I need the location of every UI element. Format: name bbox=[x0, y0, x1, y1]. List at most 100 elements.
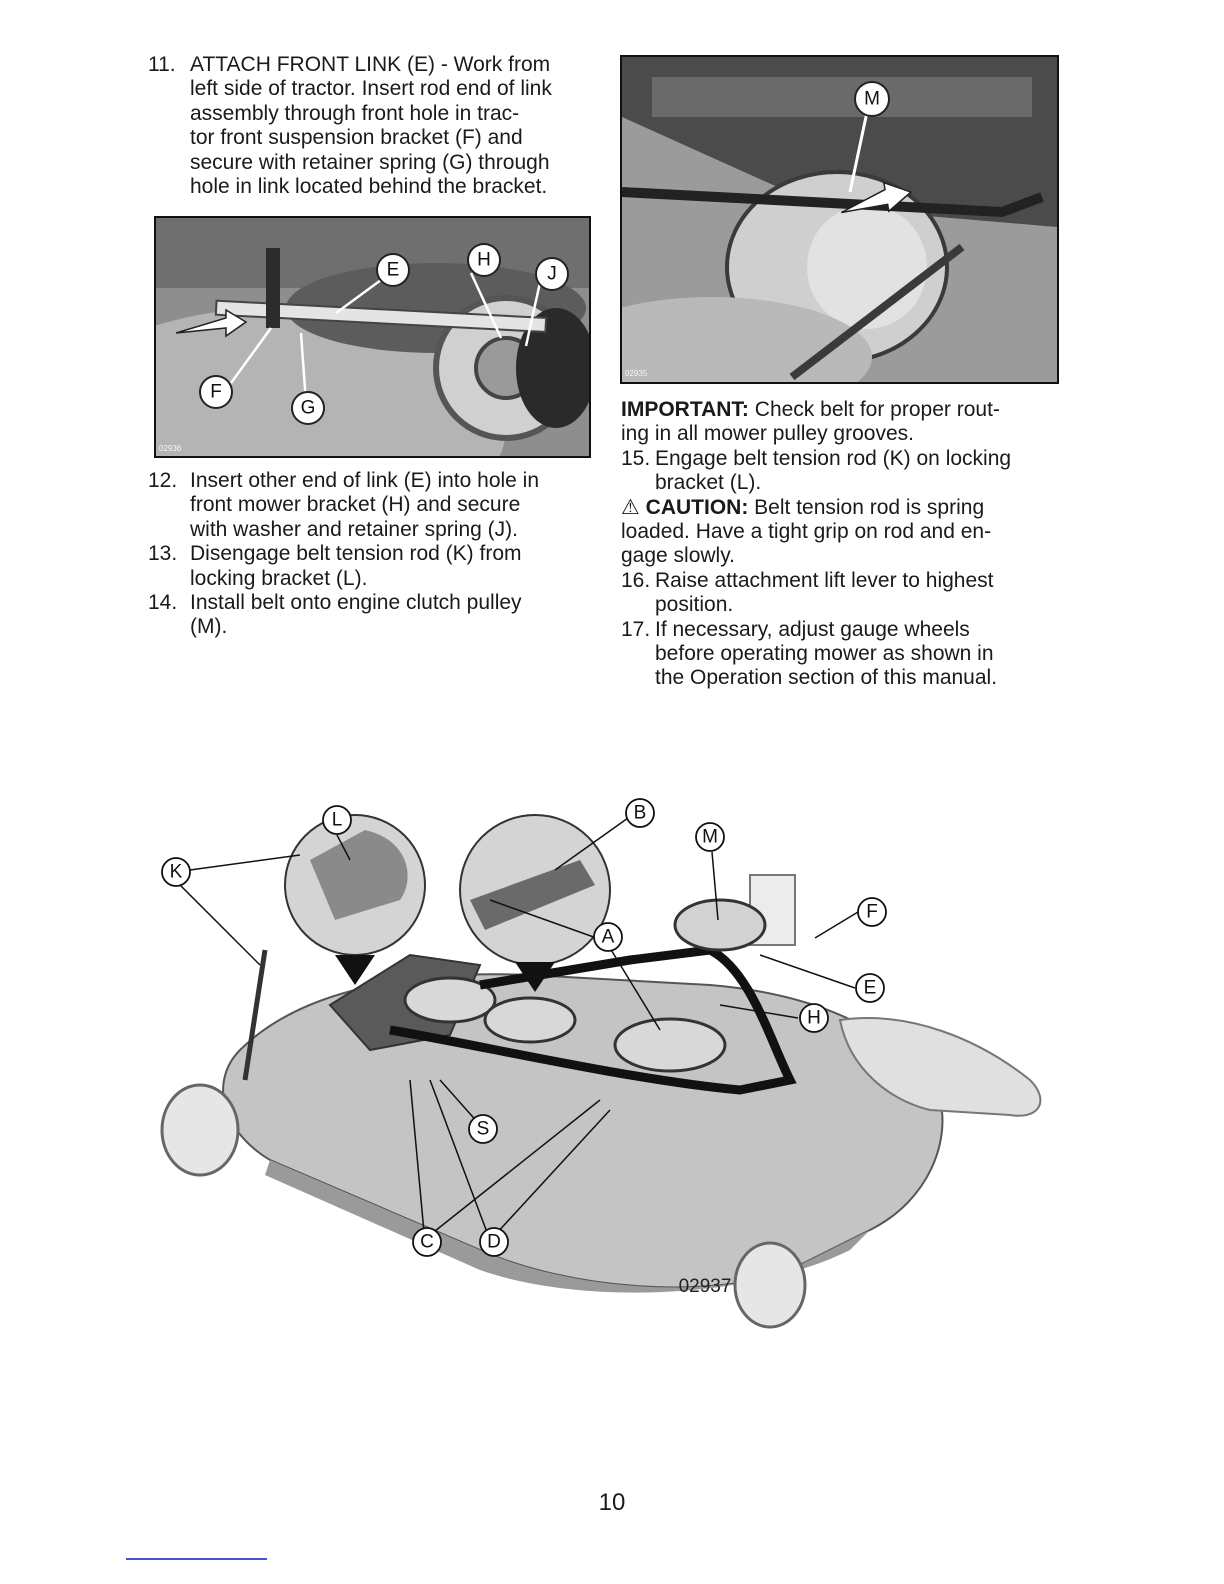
step-11: 11. ATTACH FRONT LINK (E) - Work from le… bbox=[148, 53, 598, 199]
deck-body bbox=[222, 973, 944, 1289]
callout-f-label: F bbox=[866, 902, 878, 923]
inset-pointer bbox=[335, 955, 375, 985]
important-label: IMPORTANT: bbox=[621, 398, 749, 421]
callout-m bbox=[854, 81, 890, 117]
step-number: 11. bbox=[148, 53, 176, 76]
caution-note: ⚠ CAUTION: Belt tension rod is spring lo… bbox=[621, 496, 1061, 569]
callout-e-label: E bbox=[387, 260, 400, 281]
callout-s bbox=[468, 1114, 498, 1144]
right-column-text: IMPORTANT: Check belt for proper rout- i… bbox=[621, 398, 1061, 691]
step-line: bracket (L). bbox=[655, 471, 762, 495]
callout-l-label: L bbox=[332, 810, 343, 831]
callout-h bbox=[467, 243, 501, 277]
step-14: 14. Install belt onto engine clutch pull… bbox=[148, 591, 598, 640]
callout-m-label: M bbox=[864, 89, 880, 110]
step-line: locking bracket (L). bbox=[190, 566, 368, 590]
callout-m bbox=[695, 822, 725, 852]
step-16: 16. Raise attachment lift lever to highe… bbox=[621, 569, 1061, 618]
step-line: Insert other end of link (E) into hole i… bbox=[190, 469, 540, 492]
belt-tension-rod bbox=[242, 949, 268, 1081]
callout-h-label: H bbox=[807, 1008, 821, 1029]
deck-pulley-right bbox=[613, 1017, 727, 1073]
step-12: 12. Insert other end of link (E) into ho… bbox=[148, 469, 598, 542]
step-number: 15. bbox=[621, 446, 651, 470]
step-line: with washer and retainer spring (J). bbox=[190, 517, 518, 541]
gauge-wheel-left bbox=[160, 1083, 240, 1177]
step-line: Engage belt tension rod (K) on locking bbox=[655, 446, 1012, 470]
callout-l bbox=[322, 805, 352, 835]
deck-skirt bbox=[265, 1160, 870, 1293]
page-number: 10 bbox=[598, 1489, 626, 1516]
callout-g-label: G bbox=[301, 398, 316, 419]
step-line: secure with retainer spring (G) through bbox=[190, 150, 550, 174]
step-line: ATTACH FRONT LINK (E) - Work from bbox=[190, 53, 551, 76]
callout-e bbox=[376, 253, 410, 287]
callout-j-label: J bbox=[547, 264, 557, 285]
step-15: 15. Engage belt tension rod (K) on locki… bbox=[621, 447, 1061, 496]
callout-h bbox=[799, 1003, 829, 1033]
step-line: tor front suspension bracket (F) and bbox=[190, 126, 523, 150]
discharge-chute bbox=[838, 1017, 1042, 1117]
engine-clutch-pulley bbox=[673, 898, 767, 952]
step-number: 17. bbox=[621, 617, 651, 641]
step-number: 14. bbox=[148, 591, 178, 615]
callout-e-label: E bbox=[864, 978, 877, 999]
step-line: assembly through front hole in trac- bbox=[190, 101, 520, 125]
mower-deck-diagram: L B M K F A E H S C D 02937 bbox=[160, 798, 1042, 1329]
callout-k bbox=[161, 857, 191, 887]
inset-pointer bbox=[515, 962, 555, 992]
callout-c-label: C bbox=[420, 1232, 434, 1253]
step-line: position. bbox=[655, 593, 734, 617]
caution-label: CAUTION: bbox=[645, 495, 749, 519]
inset-belt-guide-detail bbox=[470, 860, 595, 930]
step-line: the Operation section of this manual. bbox=[655, 666, 998, 690]
callout-d bbox=[479, 1227, 509, 1257]
step-line: hole in link located behind the bracket. bbox=[190, 175, 548, 199]
callout-m-label: M bbox=[702, 827, 718, 848]
photo-reference-number: 02936 bbox=[159, 444, 182, 453]
callout-k-label: K bbox=[170, 862, 183, 883]
drive-belt bbox=[389, 945, 797, 1095]
step-number: 12. bbox=[148, 469, 178, 492]
important-note: IMPORTANT: Check belt for proper rout- i… bbox=[621, 398, 1061, 447]
gauge-wheel-right bbox=[733, 1241, 807, 1329]
deck-pulley-left bbox=[403, 976, 497, 1024]
step-line: If necessary, adjust gauge wheels bbox=[655, 617, 970, 641]
callout-d-label: D bbox=[487, 1232, 501, 1253]
photo-front-link-illustration: E H J F G 02936 bbox=[156, 218, 589, 456]
callout-a bbox=[593, 922, 623, 952]
photo-clutch-pulley: M 02935 bbox=[620, 55, 1059, 384]
important-text: Check belt for proper rout- bbox=[754, 398, 1000, 421]
step-13: 13. Disengage belt tension rod (K) from … bbox=[148, 542, 598, 591]
step-number: 13. bbox=[148, 542, 178, 566]
caution-text: Belt tension rod is spring bbox=[754, 495, 985, 519]
step-line: before operating mower as shown in bbox=[655, 642, 994, 666]
step-line: Disengage belt tension rod (K) from bbox=[190, 542, 522, 566]
step-number: 16. bbox=[621, 568, 651, 592]
step-line: Raise attachment lift lever to highest bbox=[655, 568, 994, 592]
callout-f bbox=[857, 897, 887, 927]
deck-pulley-center bbox=[483, 996, 577, 1044]
callout-f-label: F bbox=[210, 382, 222, 403]
step-line: front mower bracket (H) and secure bbox=[190, 493, 521, 517]
callout-b bbox=[625, 798, 655, 828]
callout-h-label: H bbox=[477, 250, 491, 271]
callout-j bbox=[535, 257, 569, 291]
diagram-reference-number: 02937 bbox=[679, 1276, 732, 1297]
caution-text: gage slowly. bbox=[621, 544, 736, 568]
step-line: (M). bbox=[190, 615, 228, 639]
left-column-bottom: 12. Insert other end of link (E) into ho… bbox=[148, 469, 598, 640]
inset-locking-bracket-detail bbox=[310, 830, 408, 920]
callout-b-label: B bbox=[634, 803, 647, 824]
step-line: Install belt onto engine clutch pulley bbox=[190, 591, 522, 615]
footer-rule bbox=[126, 1558, 267, 1560]
step-line: left side of tractor. Insert rod end of … bbox=[190, 77, 552, 101]
important-text: ing in all mower pulley grooves. bbox=[621, 422, 914, 446]
warning-triangle-icon: ⚠ bbox=[621, 495, 640, 519]
callout-a-label: A bbox=[602, 927, 615, 948]
callout-c bbox=[412, 1227, 442, 1257]
callout-f bbox=[199, 375, 233, 409]
photo-reference-number: 02935 bbox=[625, 369, 648, 378]
callout-g bbox=[291, 391, 325, 425]
caution-text: loaded. Have a tight grip on rod and en- bbox=[621, 520, 992, 544]
